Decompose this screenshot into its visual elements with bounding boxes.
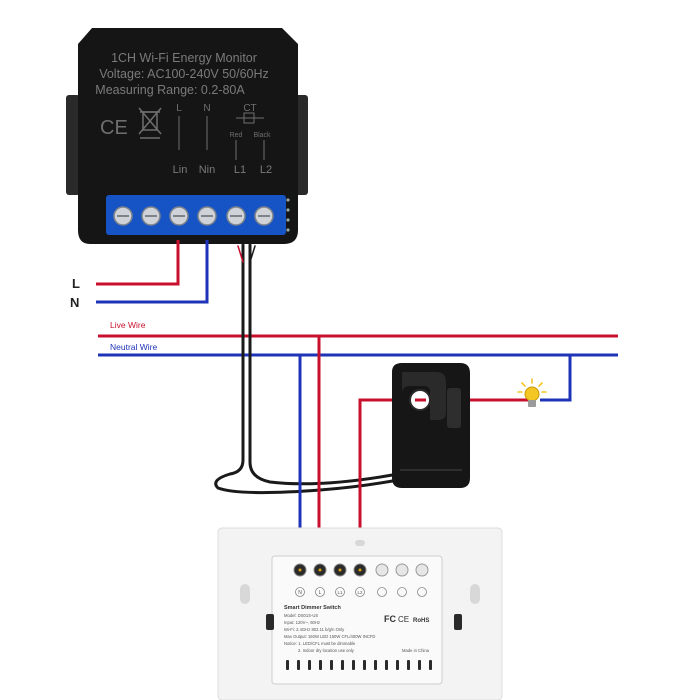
switch-input: Input: 120V~, 60Hz	[284, 620, 320, 625]
terminal-label-nin: Nin	[199, 164, 216, 176]
weee-bin-icon	[138, 107, 162, 139]
module-title: 1CH Wi-Fi Energy Monitor	[111, 51, 257, 65]
switch-term-label-l1: L1	[337, 590, 343, 595]
supply-wires: L N	[70, 240, 209, 310]
switch-wifi: Wi-Fi: 2.4GHz 802.11 b/g/n Only	[284, 627, 345, 632]
ct-cable-path-2	[248, 243, 400, 486]
load-neutral-wire	[540, 355, 572, 402]
switch-terminals	[293, 563, 429, 577]
ct-cable-path	[214, 243, 400, 495]
module-body	[78, 28, 298, 244]
switch-term-label-n: N	[298, 590, 302, 596]
energy-monitor-module: 1CH Wi-Fi Energy Monitor Voltage: AC100-…	[66, 28, 308, 244]
switch-vent-slots	[286, 660, 432, 670]
switch-term-label-l: L	[319, 590, 322, 596]
switch-notice-1: Notice: 1. LED/CFL must be dimmable	[284, 641, 356, 646]
module-left-tab	[66, 95, 80, 195]
ct-cable	[214, 243, 400, 495]
module-label-l: L	[176, 103, 182, 114]
terminal-label-l1: L1	[234, 164, 246, 176]
supply-label-l: L	[72, 276, 80, 291]
switch-max-output: Max Output: 150W LED 150W CFL/400W INCFD	[284, 634, 375, 639]
supply-neutral-wire	[96, 240, 209, 304]
bus-wires: Live Wire Neutral Wire	[98, 320, 618, 357]
switch-product-name: Smart Dimmer Switch	[284, 605, 341, 611]
switch-made-in: Made in China	[402, 648, 430, 653]
live-wire-label: Live Wire	[110, 320, 146, 330]
terminal-screws	[113, 206, 274, 226]
terminal-label-l2: L2	[260, 164, 272, 176]
ce-mark-icon: CE	[100, 117, 128, 139]
switch-notice-2: 2. Indoor dry location use only	[298, 648, 355, 653]
module-label-red: Red	[230, 132, 243, 139]
light-bulb-icon	[517, 378, 547, 407]
supply-live-wire	[96, 240, 180, 286]
module-voltage: Voltage: AC100-240V 50/60Hz	[99, 67, 269, 81]
ce-mark-icon: CE	[398, 615, 409, 624]
switch-terminal	[375, 563, 389, 577]
switch-model: Model: DS01S-US	[284, 613, 318, 618]
ct-clamp	[392, 363, 470, 488]
smart-dimmer-switch: N L L1 L2 Smart Dimmer Switch Model: DS0…	[217, 527, 503, 700]
rohs-mark-icon: RoHS	[413, 618, 429, 624]
module-label-ct: CT	[243, 103, 256, 114]
module-label-black: Black	[253, 132, 271, 139]
supply-label-n: N	[70, 295, 79, 310]
switch-terminal	[415, 563, 429, 577]
terminal-label-lin: Lin	[173, 164, 188, 176]
neutral-wire-label: Neutral Wire	[110, 342, 158, 352]
fcc-mark-icon: FC	[384, 614, 396, 624]
switch-terminal	[395, 563, 409, 577]
module-label-n: N	[203, 103, 210, 114]
module-schematic	[178, 112, 265, 160]
module-range: Measuring Range: 0.2-80A	[95, 83, 245, 97]
switch-term-label-l2: L2	[357, 590, 363, 595]
